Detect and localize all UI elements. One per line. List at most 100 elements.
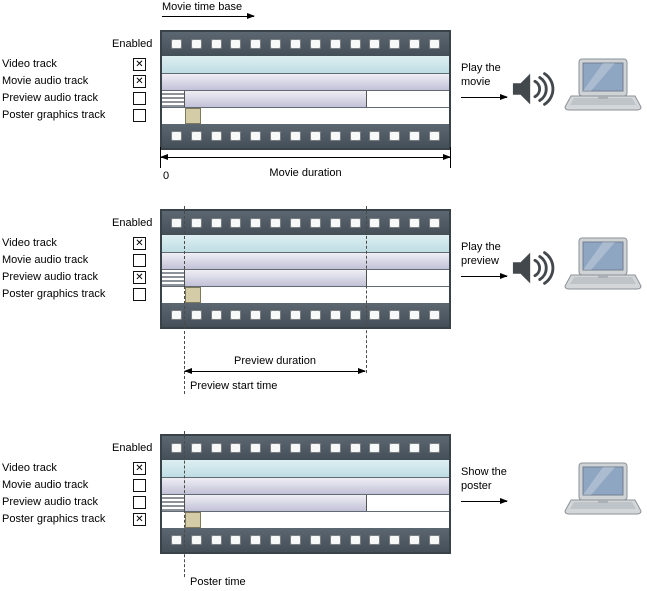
sprocket-hole <box>349 218 361 228</box>
action-label-line1: Play the <box>461 241 501 253</box>
sprocket-hole <box>389 131 401 141</box>
preview-audio-track-checkbox <box>133 496 146 509</box>
sprocket-hole <box>349 310 361 320</box>
poster-frame-chip <box>185 108 201 124</box>
sprocket-hole <box>309 535 321 545</box>
preview-duration-arrow <box>184 368 366 374</box>
sprocket-hole <box>309 443 321 453</box>
video-track-bar <box>162 56 449 73</box>
sprocket-hole <box>230 535 242 545</box>
preview-audio-track-label: Preview audio track <box>2 496 98 508</box>
laptop-icon <box>562 237 644 298</box>
time-base-label: Movie time base <box>162 1 243 13</box>
sprocket-hole <box>389 218 401 228</box>
action-arrow <box>461 498 508 504</box>
movie-audio-track-bar <box>162 477 449 494</box>
sprocket-hole <box>190 535 202 545</box>
sprocket-hole <box>210 443 222 453</box>
sprocket-hole <box>290 443 302 453</box>
poster-time-line <box>184 431 185 577</box>
poster-graphics-track-checkbox <box>133 288 146 301</box>
sprocket-hole <box>369 131 381 141</box>
sprocket-hole <box>170 535 182 545</box>
sprocket-hole <box>309 39 321 49</box>
sprocket-hole <box>270 131 282 141</box>
sprocket-hole <box>270 443 282 453</box>
sprocket-hole <box>369 535 381 545</box>
sprocket-hole <box>349 131 361 141</box>
sprocket-hole <box>210 131 222 141</box>
sprocket-hole <box>250 443 262 453</box>
sprocket-hole <box>210 218 222 228</box>
movie-audio-track-bar <box>162 73 449 90</box>
preview-diagram: Enabled Video track Movie audio track Pr… <box>0 200 647 400</box>
sprocket-hole <box>230 131 242 141</box>
poster-track-bar <box>162 511 449 528</box>
sprocket-hole <box>409 218 421 228</box>
sprocket-hole <box>389 39 401 49</box>
sprocket-hole <box>290 535 302 545</box>
sprocket-hole <box>170 39 182 49</box>
sprocket-hole <box>409 39 421 49</box>
sprocket-hole <box>369 39 381 49</box>
action-label-line2: preview <box>461 255 499 267</box>
video-track-label: Video track <box>2 58 57 70</box>
preview-hatch <box>162 270 185 286</box>
video-track-bar <box>162 235 449 252</box>
movie-audio-track-label: Movie audio track <box>2 75 89 87</box>
time-base-arrow <box>162 13 255 19</box>
poster-frame-chip <box>185 287 201 303</box>
video-track-checkbox: ✕ <box>133 58 146 71</box>
sprocket-hole <box>190 131 202 141</box>
sprocket-hole <box>429 443 441 453</box>
action-label-line2: poster <box>461 480 492 492</box>
speaker-icon <box>511 247 557 292</box>
video-track-bar <box>162 460 449 477</box>
movie-audio-track-checkbox <box>133 479 146 492</box>
sprocket-hole <box>250 218 262 228</box>
preview-audio-bar <box>185 270 367 286</box>
sprocket-hole <box>429 218 441 228</box>
laptop-icon <box>562 462 644 523</box>
sprocket-hole <box>270 218 282 228</box>
poster-frame-chip <box>185 512 201 528</box>
sprocket-band <box>162 528 449 552</box>
preview-audio-track-bar <box>162 90 449 107</box>
sprocket-hole <box>329 131 341 141</box>
poster-graphics-track-label: Poster graphics track <box>2 288 106 300</box>
preview-audio-track-checkbox: ✕ <box>133 271 146 284</box>
preview-hatch <box>162 495 185 511</box>
preview-hatch <box>162 91 185 107</box>
sprocket-band <box>162 32 449 56</box>
film-strip <box>160 434 451 554</box>
sprocket-hole <box>270 39 282 49</box>
preview-end-line <box>366 206 367 373</box>
action-label-line1: Show the <box>461 466 507 478</box>
poster-graphics-track-label: Poster graphics track <box>2 513 106 525</box>
sprocket-hole <box>230 443 242 453</box>
sprocket-hole <box>290 310 302 320</box>
sprocket-hole <box>250 535 262 545</box>
sprocket-hole <box>329 218 341 228</box>
poster-track-bar <box>162 286 449 303</box>
sprocket-band <box>162 303 449 327</box>
sprocket-hole <box>409 310 421 320</box>
sprocket-hole <box>349 443 361 453</box>
sprocket-hole <box>389 443 401 453</box>
sprocket-hole <box>250 39 262 49</box>
poster-graphics-track-label: Poster graphics track <box>2 109 106 121</box>
video-track-checkbox: ✕ <box>133 462 146 475</box>
action-arrow <box>461 273 508 279</box>
sprocket-hole <box>429 310 441 320</box>
preview-audio-track-checkbox <box>133 92 146 105</box>
sprocket-hole <box>210 535 222 545</box>
speaker-icon <box>511 68 557 113</box>
sprocket-hole <box>329 39 341 49</box>
sprocket-hole <box>270 310 282 320</box>
preview-audio-track-bar <box>162 269 449 286</box>
enabled-label: Enabled <box>112 217 153 229</box>
preview-audio-track-label: Preview audio track <box>2 271 98 283</box>
sprocket-hole <box>290 218 302 228</box>
sprocket-hole <box>190 39 202 49</box>
